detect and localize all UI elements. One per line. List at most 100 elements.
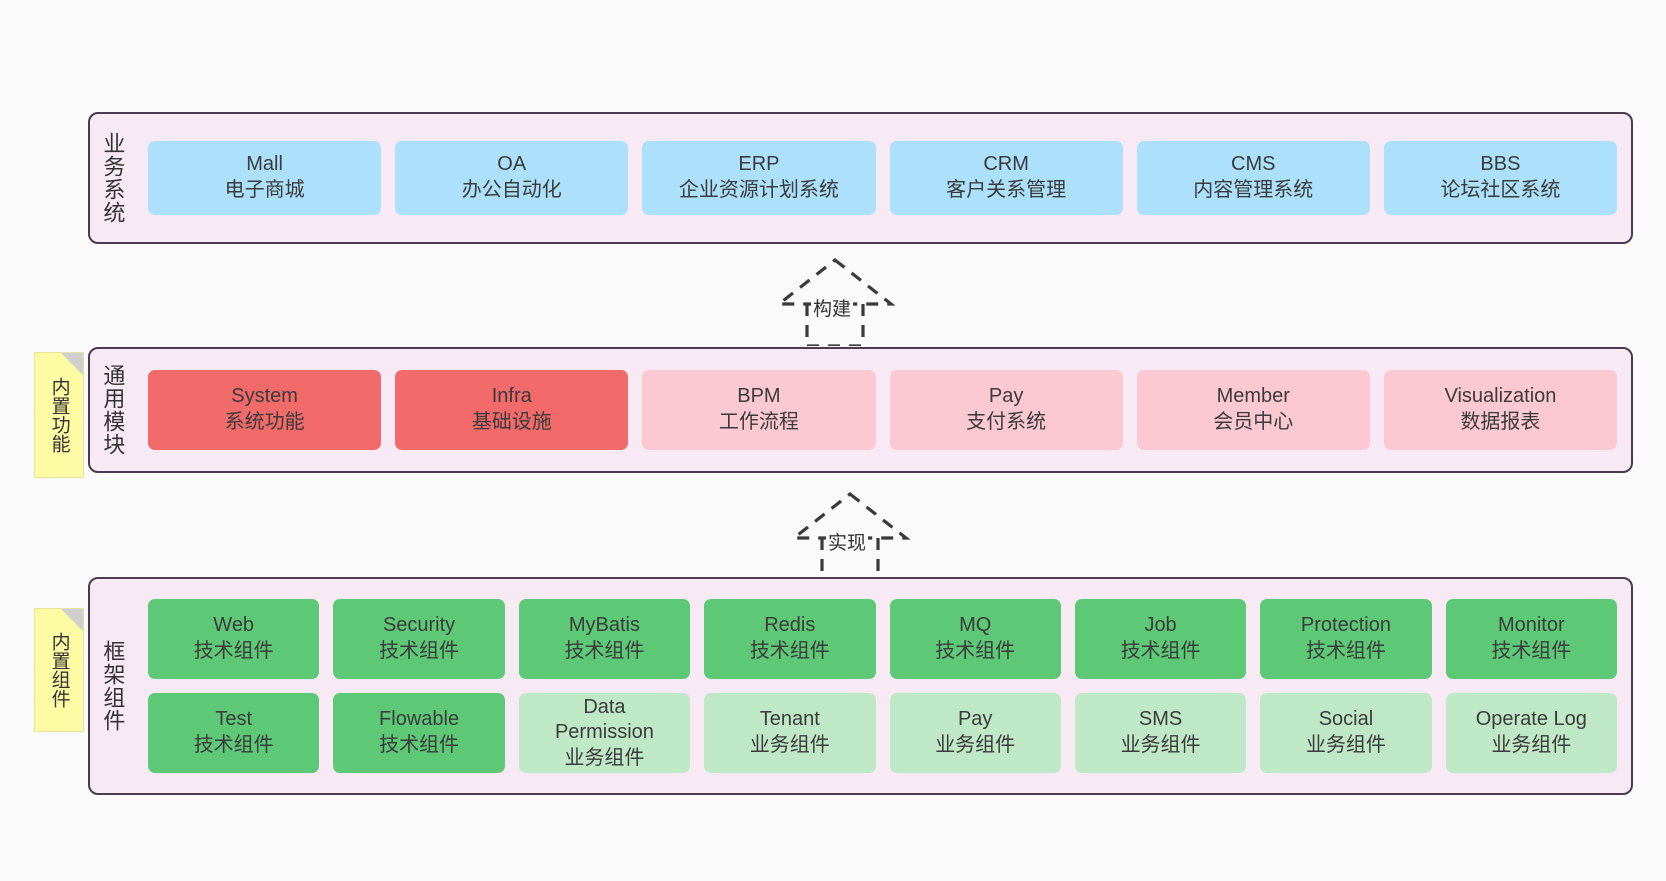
card-subtitle: 技术组件	[749, 640, 830, 662]
card-title: BBS	[1480, 153, 1521, 176]
card-subtitle: 技术组件	[935, 640, 1016, 662]
sticky-note-builtin-components: 内置组件	[34, 608, 84, 732]
card-visualization[interactable]: Visualization 数据报表	[1383, 370, 1618, 450]
card-title-line2: Permission	[554, 721, 654, 744]
card-title: Social	[1318, 708, 1374, 731]
card-subtitle: 技术组件	[193, 734, 274, 756]
card-test[interactable]: Test 技术组件	[148, 693, 320, 773]
card-subtitle: 支付系统	[966, 411, 1047, 433]
card-subtitle: 技术组件	[379, 640, 460, 662]
card-subtitle: 系统功能	[224, 411, 305, 433]
card-title: SMS	[1138, 708, 1183, 731]
card-subtitle: 技术组件	[193, 640, 274, 662]
card-erp[interactable]: ERP 企业资源计划系统	[642, 141, 876, 215]
card-title: Visualization	[1444, 385, 1557, 408]
card-row: Web 技术组件 Security 技术组件 MyBatis 技术组件 Redi…	[148, 599, 1617, 679]
card-pay[interactable]: Pay 支付系统	[889, 370, 1123, 450]
card-subtitle: 工作流程	[718, 411, 799, 433]
card-subtitle: 业务组件	[1120, 734, 1201, 756]
card-flowable[interactable]: Flowable 技术组件	[333, 693, 505, 773]
card-mall[interactable]: Mall 电子商城	[148, 141, 382, 215]
card-title: Monitor	[1497, 614, 1565, 637]
connector-implement-arrow-icon	[789, 491, 911, 582]
card-title: Flowable	[379, 708, 460, 731]
connector-implement-label: 实现	[826, 528, 869, 555]
card-subtitle: 技术组件	[1120, 640, 1201, 662]
layer-body-framework-components: Web 技术组件 Security 技术组件 MyBatis 技术组件 Redi…	[134, 579, 1631, 793]
card-title: System	[231, 385, 298, 408]
card-title: Operate Log	[1475, 708, 1587, 731]
card-cms[interactable]: CMS 内容管理系统	[1136, 141, 1370, 215]
card-subtitle: 技术组件	[379, 734, 460, 756]
card-tenant[interactable]: Tenant 业务组件	[704, 693, 876, 773]
card-subtitle: 内容管理系统	[1193, 179, 1314, 201]
card-title: CMS	[1231, 153, 1276, 176]
card-subtitle: 技术组件	[564, 640, 645, 662]
card-row: Mall 电子商城 OA 办公自动化 ERP 企业资源计划系统 CRM 客户关系…	[148, 141, 1618, 215]
card-system[interactable]: System 系统功能	[148, 370, 382, 450]
card-subtitle: 办公自动化	[461, 179, 562, 201]
card-operate-log[interactable]: Operate Log 业务组件	[1445, 693, 1617, 773]
card-title: Test	[215, 708, 253, 731]
card-title: Mall	[246, 153, 283, 176]
card-subtitle: 电子商城	[224, 179, 305, 201]
layer-label-framework-components: 框架组件	[100, 640, 126, 732]
card-title: BPM	[737, 385, 781, 408]
card-subtitle: 业务组件	[935, 734, 1016, 756]
card-security[interactable]: Security 技术组件	[333, 599, 505, 679]
card-title: Infra	[491, 385, 532, 408]
card-redis[interactable]: Redis 技术组件	[704, 599, 876, 679]
card-title: Security	[382, 614, 456, 637]
card-title: Redis	[764, 614, 816, 637]
card-subtitle: 论坛社区系统	[1440, 179, 1561, 201]
card-subtitle: 基础设施	[471, 411, 552, 433]
layer-common-modules: 通用模块 System 系统功能 Infra 基础设施 BPM 工作流程 Pay…	[88, 347, 1633, 473]
card-subtitle: 技术组件	[1305, 640, 1386, 662]
card-subtitle: 数据报表	[1460, 411, 1541, 433]
connector-build-arrow-icon	[774, 257, 896, 348]
card-title: Data	[583, 695, 626, 718]
card-infra[interactable]: Infra 基础设施	[395, 370, 629, 450]
connector-build: 构建	[745, 256, 925, 348]
card-subtitle: 会员中心	[1213, 411, 1294, 433]
card-bbs[interactable]: BBS 论坛社区系统	[1383, 141, 1618, 215]
card-title: MQ	[959, 614, 992, 637]
card-pay-business[interactable]: Pay 业务组件	[889, 693, 1061, 773]
card-oa[interactable]: OA 办公自动化	[395, 141, 629, 215]
connector-implement: 实现	[760, 490, 940, 582]
card-title: Pay	[988, 385, 1024, 408]
card-protection[interactable]: Protection 技术组件	[1260, 599, 1432, 679]
layer-label-common-modules: 通用模块	[100, 364, 126, 456]
card-title: ERP	[738, 153, 780, 176]
card-sms[interactable]: SMS 业务组件	[1074, 693, 1247, 773]
card-subtitle: 技术组件	[1491, 640, 1572, 662]
card-title: OA	[497, 153, 527, 176]
card-subtitle: 客户关系管理	[946, 179, 1067, 201]
card-member[interactable]: Member 会员中心	[1136, 370, 1370, 450]
sticky-note-builtin-features: 内置功能	[34, 352, 84, 478]
card-subtitle: 业务组件	[749, 734, 830, 756]
card-title: Tenant	[759, 708, 820, 731]
card-job[interactable]: Job 技术组件	[1074, 599, 1247, 679]
card-row: System 系统功能 Infra 基础设施 BPM 工作流程 Pay 支付系统…	[148, 370, 1618, 450]
card-title: Pay	[957, 708, 993, 731]
layer-business-system: 业务系统 Mall 电子商城 OA 办公自动化 ERP 企业资源计划系统 CRM…	[88, 112, 1633, 244]
connector-build-label: 构建	[811, 294, 854, 321]
card-title: CRM	[983, 153, 1029, 176]
card-web[interactable]: Web 技术组件	[148, 599, 320, 679]
layer-body-business-system: Mall 电子商城 OA 办公自动化 ERP 企业资源计划系统 CRM 客户关系…	[134, 114, 1631, 242]
card-title: Member	[1216, 385, 1290, 408]
card-monitor[interactable]: Monitor 技术组件	[1445, 599, 1617, 679]
layer-body-common-modules: System 系统功能 Infra 基础设施 BPM 工作流程 Pay 支付系统…	[134, 349, 1631, 471]
card-crm[interactable]: CRM 客户关系管理	[889, 141, 1123, 215]
card-bpm[interactable]: BPM 工作流程	[642, 370, 876, 450]
card-mq[interactable]: MQ 技术组件	[889, 599, 1061, 679]
card-mybatis[interactable]: MyBatis 技术组件	[518, 599, 691, 679]
layer-label-business-system: 业务系统	[100, 132, 126, 224]
card-subtitle: 业务组件	[1305, 734, 1386, 756]
card-social[interactable]: Social 业务组件	[1260, 693, 1432, 773]
card-data-permission[interactable]: Data Permission 业务组件	[518, 693, 691, 773]
card-subtitle: 业务组件	[564, 746, 645, 769]
card-title: MyBatis	[568, 614, 640, 637]
